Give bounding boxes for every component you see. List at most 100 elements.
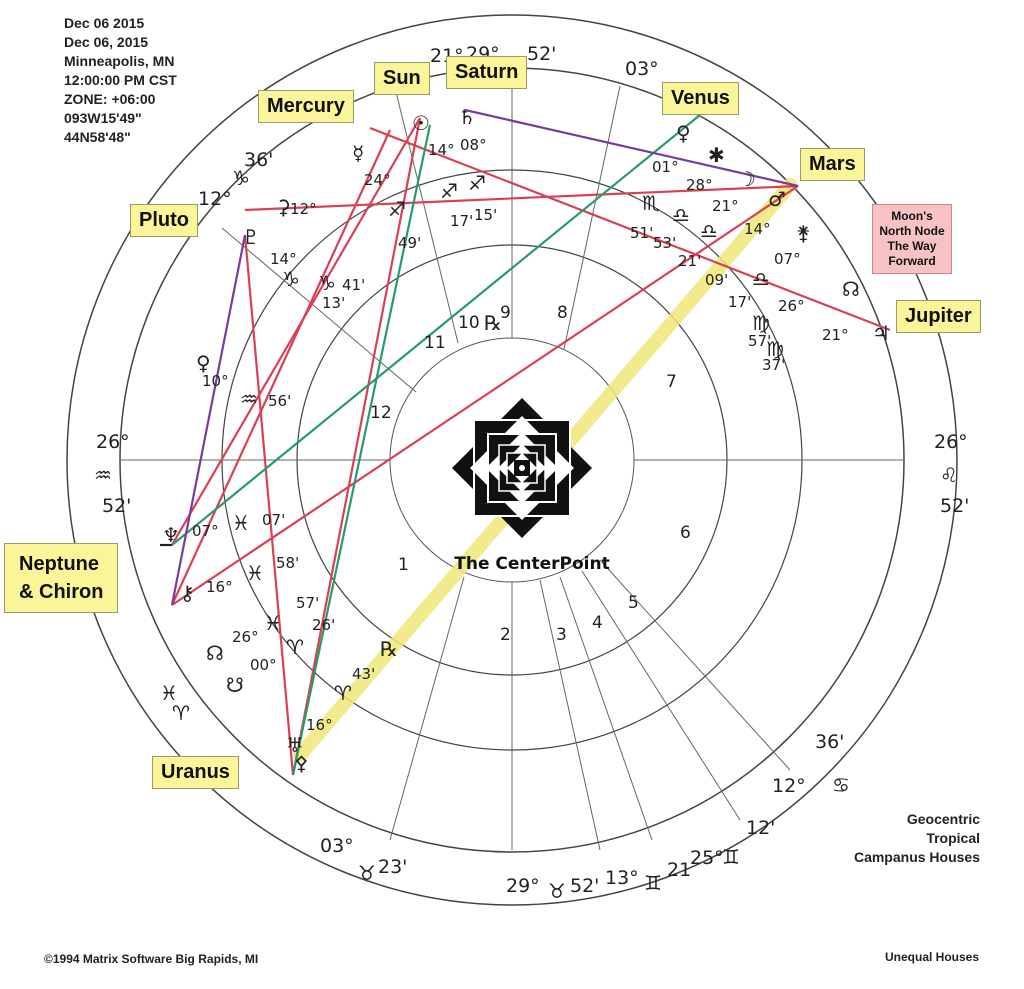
cusp-text: 03° [625, 58, 659, 80]
house-number: 2 [500, 625, 511, 645]
chiron-glyph: ⚷ [180, 581, 195, 605]
mercury-glyph: ☿ [352, 141, 364, 165]
cusp-text: 23' [378, 856, 407, 878]
cusp-text: 21 [667, 859, 691, 881]
cusp-text: 29° [506, 875, 540, 897]
virgo-glyph: ♍ [752, 311, 770, 335]
cusp-text: 52' [940, 495, 969, 517]
moon-glyph: ☽ [738, 167, 756, 191]
info-line: Campanus Houses [853, 849, 980, 865]
uranus-glyph: ♅ [286, 733, 304, 757]
scorpio-glyph: ♏ [642, 191, 660, 215]
label-neptune-chiron: Neptune & Chiron [4, 543, 119, 613]
info-line: Minneapolis, MN [64, 53, 175, 69]
aspect-pluto-uranus [243, 234, 295, 776]
venus-glyph: ♀ [676, 121, 691, 145]
capricorn-glyph: ♑ [232, 166, 250, 190]
aspect-sun-neptune [171, 117, 421, 546]
south-node-glyph: ☋ [226, 673, 244, 697]
node-line: North Node [879, 224, 945, 238]
house-number: 8 [557, 303, 568, 323]
gemini-glyph: ♊ [644, 871, 662, 895]
degree-text: 21' [678, 252, 701, 270]
cusp-text: 03° [320, 835, 354, 857]
aspect-lines [160, 108, 891, 776]
cusp-line [539, 579, 601, 851]
retrograde-mark: ℞ [484, 311, 502, 335]
degree-text: 16° [206, 578, 233, 596]
aries-glyph: ♈ [172, 701, 190, 725]
cusp-line [221, 227, 417, 393]
venus-glyph: ♀ [196, 351, 211, 375]
label-mars: Mars [800, 148, 865, 181]
degree-text: 53' [653, 234, 676, 252]
house-number: 9 [500, 303, 511, 323]
outer-ring [66, 14, 958, 906]
degree-text: 37' [762, 356, 785, 374]
degree-text: 16° [306, 716, 333, 734]
house-number: 10 [458, 313, 480, 333]
degree-text: 26° [232, 628, 259, 646]
virgo-glyph: ♍ [766, 337, 784, 361]
cusp-line [559, 576, 653, 841]
aspect-sun-uranus [291, 117, 422, 776]
taurus-glyph: ♉ [358, 861, 376, 885]
aspect-saturn-mars [464, 108, 799, 188]
degree-text: 00° [250, 656, 277, 674]
north-node-label: Moon's North Node The Way Forward [872, 204, 952, 274]
degree-text: 10° [202, 372, 229, 390]
libra-glyph: ♎ [700, 219, 718, 243]
cusp-line [389, 576, 465, 841]
sun-glyph: ☉ [412, 111, 430, 135]
vesta-glyph: ✱ [708, 143, 725, 167]
degree-text: 14° [744, 220, 771, 238]
gemini-glyph: ♊ [722, 845, 740, 869]
aspect-mercury-jupiter [369, 126, 891, 332]
degree-text: 56' [268, 392, 291, 410]
retrograde-mark: ℞ [380, 637, 398, 661]
node-line: Moon's [891, 209, 933, 223]
capricorn-glyph: ♑ [282, 267, 300, 291]
aspect-pluto-mars [244, 184, 799, 212]
degree-text: 12° [290, 200, 317, 218]
cusp-line [563, 85, 621, 350]
house-number: 7 [666, 372, 677, 392]
info-line: 093W15'49" [64, 110, 142, 126]
degree-text: 24° [364, 171, 391, 189]
pallas-glyph: ⚴ [294, 751, 309, 775]
label-mercury: Mercury [258, 90, 354, 123]
degree-text: 07° [774, 250, 801, 268]
degree-text: 17' [728, 293, 751, 311]
degree-text: 51' [630, 224, 653, 242]
degree-text: 07° [192, 522, 219, 540]
aquarius-glyph: ♒ [94, 463, 112, 487]
cusp-text: 12° [772, 775, 806, 797]
degree-text: 13' [322, 294, 345, 312]
label-jupiter: Jupiter [896, 300, 981, 333]
pluto-glyph: ♇ [242, 225, 260, 249]
degree-text: 58' [276, 554, 299, 572]
cusp-labels: 26° 52' 26° 52' 36' 12° 36' 12° 03° 23' … [96, 43, 969, 897]
aspect-chiron-mars [171, 185, 799, 606]
house-number: 11 [424, 333, 446, 353]
sagittarius-glyph: ♐ [468, 171, 486, 195]
house-number: 5 [628, 593, 639, 613]
houses-note: Unequal Houses [885, 950, 980, 964]
cusp-text: 13° [605, 867, 639, 889]
degree-text: 21° [822, 326, 849, 344]
cusp-text: 52' [102, 495, 131, 517]
leo-glyph: ♌ [940, 463, 958, 487]
juno-glyph: ⚳ [276, 195, 291, 219]
house-number: 4 [592, 613, 603, 633]
aspect-sun-uranus-green [291, 124, 432, 776]
info-line: Dec 06, 2015 [64, 34, 149, 50]
cusp-text: 25° [690, 847, 724, 869]
chart-info: Dec 06 2015 Dec 06, 2015 Minneapolis, MN… [64, 14, 177, 147]
aspect-pluto-chiron [170, 234, 247, 606]
degree-text: 07' [262, 511, 285, 529]
degree-text: 57' [748, 332, 771, 350]
info-line: Dec 06 2015 [64, 15, 145, 31]
centerpoint-logo [452, 398, 592, 538]
north-node-glyph: ☊ [842, 277, 860, 301]
label-uranus: Uranus [152, 756, 239, 789]
